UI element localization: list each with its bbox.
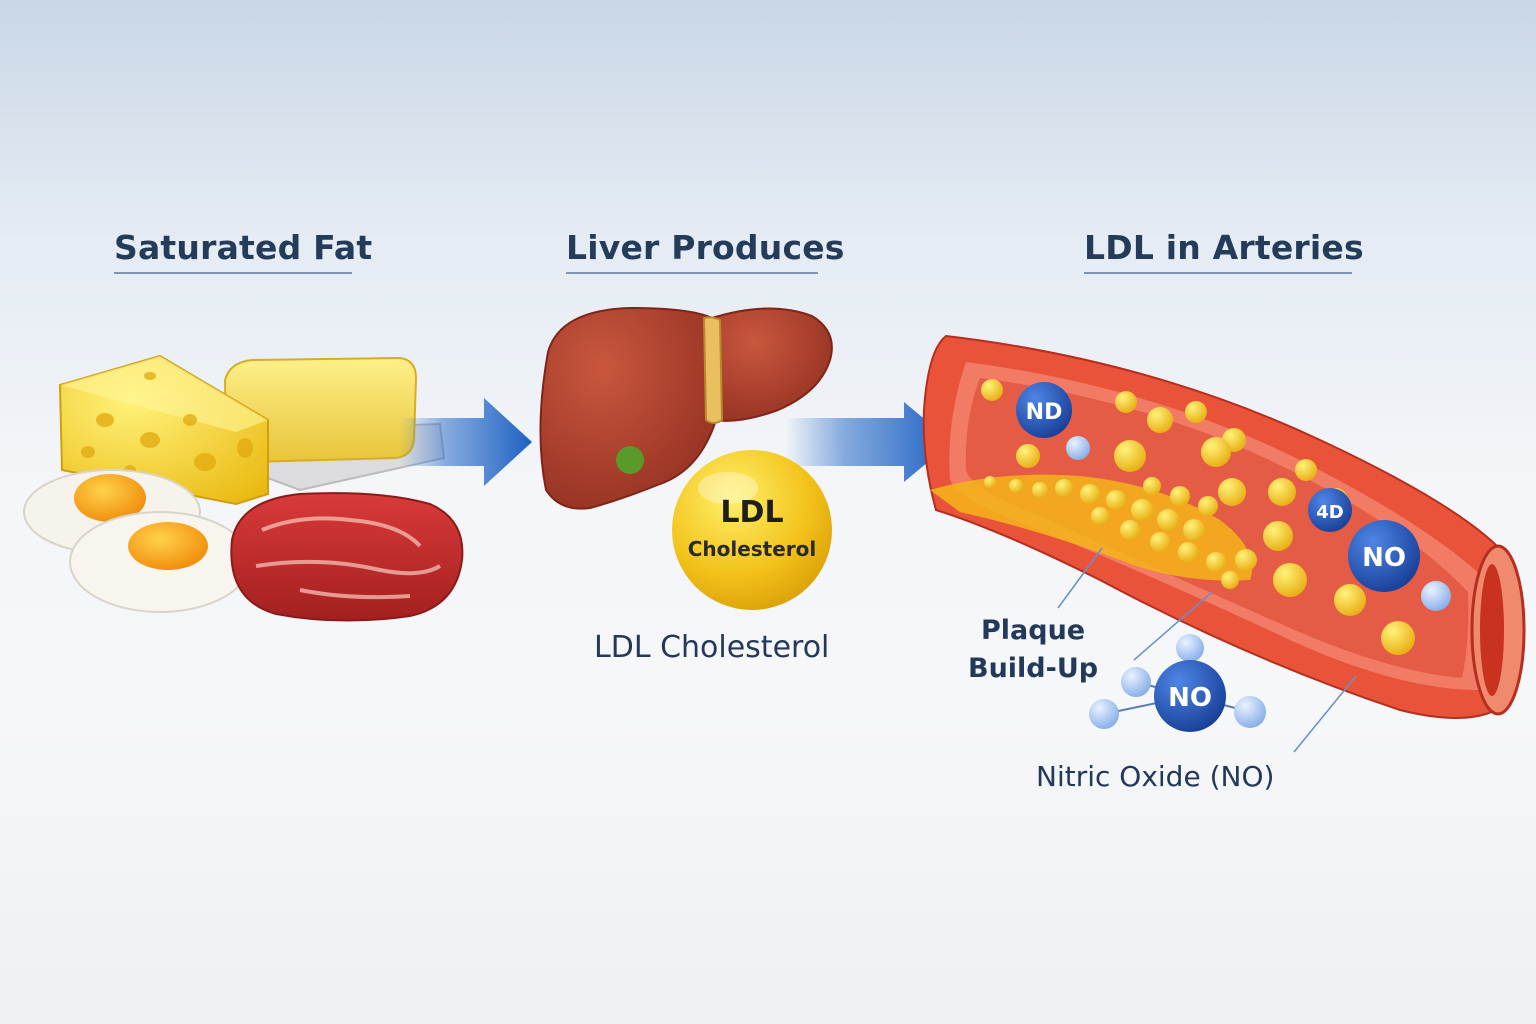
- nitric-oxide-molecule-icon: NO: [1089, 634, 1266, 732]
- liver-icon: [539, 306, 833, 510]
- no-molecule-icon: ND: [1016, 382, 1090, 460]
- plaque-caption-line1: Plaque: [980, 615, 1086, 646]
- heading-ldl-in-arteries: LDL in Arteries: [1084, 228, 1364, 274]
- heading-liver-produces: Liver Produces: [566, 228, 844, 274]
- ldl-particle-icon: LDL Cholesterol: [672, 450, 832, 610]
- nitric-oxide-caption: Nitric Oxide (NO): [1036, 760, 1275, 793]
- no-molecule-icon: NO: [1348, 520, 1451, 611]
- ldl-particle-label: LDL: [720, 495, 783, 530]
- ldl-particle-sublabel: Cholesterol: [688, 537, 817, 561]
- ldl-cholesterol-caption: LDL Cholesterol: [594, 630, 830, 665]
- steak-icon: [230, 492, 464, 622]
- plaque-caption-line2: Build-Up: [968, 653, 1099, 684]
- no-molecule-icon: 4D: [1308, 488, 1352, 532]
- no-molecule-label: NO: [1168, 683, 1212, 713]
- arrow-to-artery-icon: [786, 402, 952, 482]
- leader-lines: [1057, 547, 1357, 753]
- no-molecule-label: ND: [1026, 400, 1063, 425]
- no-molecule-label: 4D: [1316, 502, 1343, 523]
- plaque-build-up-caption: Plaque Build-Up: [968, 612, 1098, 688]
- no-molecule-label: NO: [1362, 543, 1406, 573]
- saturated-fat-foods-icon: [23, 354, 464, 622]
- artery-cross-section-icon: ND 4D NO: [922, 334, 1526, 719]
- arrow-to-liver-icon: [400, 398, 532, 486]
- heading-saturated-fat: Saturated Fat: [114, 228, 372, 274]
